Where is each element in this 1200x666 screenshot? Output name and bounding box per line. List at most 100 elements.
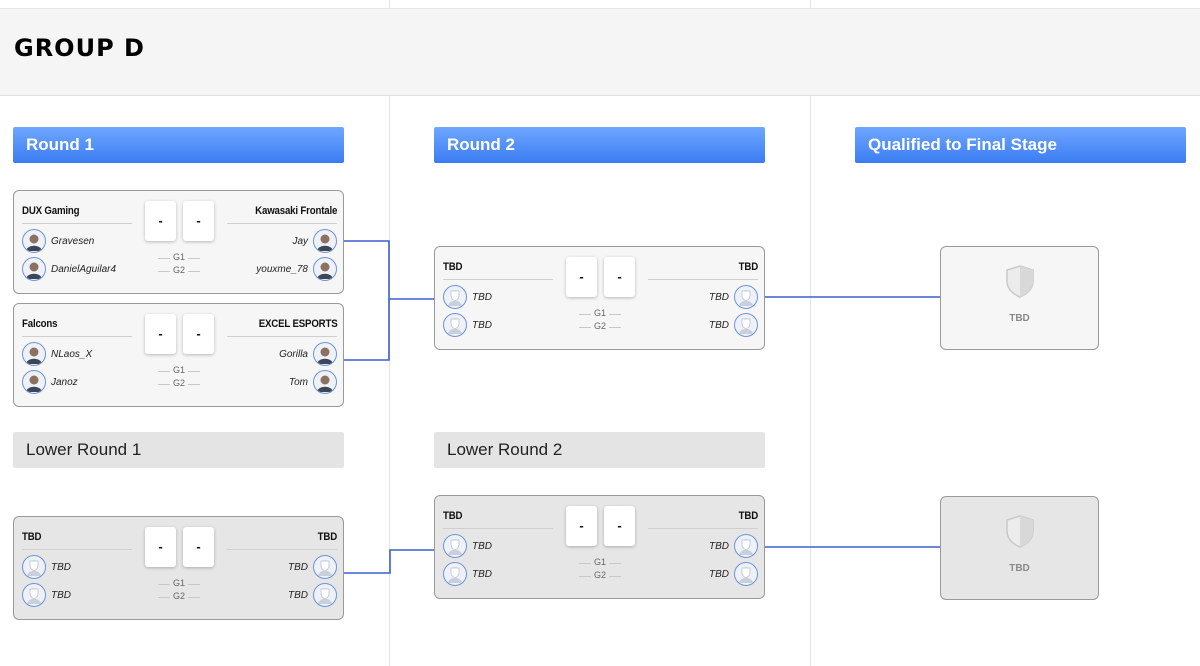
round1-header: Round 1	[13, 127, 344, 163]
game-label: G1	[154, 365, 204, 375]
right-team-name: Kawasaki Frontale	[254, 205, 337, 217]
game-label: G1	[575, 557, 625, 567]
player-slot[interactable]: Gorilla	[274, 342, 337, 366]
player-avatar-icon	[443, 285, 467, 309]
qualified-slot-label: TBD	[1009, 563, 1030, 574]
game-label: G1	[575, 308, 625, 318]
player-avatar-icon	[443, 313, 467, 337]
team-divider	[227, 549, 337, 550]
team-divider	[227, 336, 337, 337]
player-name: TBD	[472, 540, 492, 552]
player-slot[interactable]: DanielAguilar4	[22, 257, 121, 281]
group-header	[0, 8, 1200, 96]
team-divider	[443, 528, 553, 529]
game-label: G2	[154, 265, 204, 275]
shield-icon	[1006, 515, 1034, 548]
player-avatar-icon	[313, 257, 337, 281]
left-team-name: DUX Gaming	[22, 205, 80, 217]
game-label: G1	[154, 578, 204, 588]
game-label: G2	[154, 378, 204, 388]
player-avatar-icon	[734, 285, 758, 309]
player-name: Gravesen	[51, 235, 95, 247]
player-avatar-icon	[22, 257, 46, 281]
score-right: -	[604, 257, 635, 297]
player-name: TBD	[51, 561, 71, 573]
player-slot[interactable]: TBD	[22, 555, 76, 579]
player-name: TBD	[51, 589, 71, 601]
player-slot[interactable]: TBD	[443, 534, 497, 558]
player-slot[interactable]: TBD	[22, 583, 76, 607]
team-divider	[22, 549, 132, 550]
player-name: TBD	[709, 319, 729, 331]
right-team-name: TBD	[738, 261, 759, 273]
player-avatar-icon	[22, 583, 46, 607]
player-slot[interactable]: TBD	[443, 313, 497, 337]
game-label: G2	[154, 591, 204, 601]
player-name: TBD	[288, 589, 308, 601]
lower-round1-header: Lower Round 1	[13, 432, 344, 468]
team-divider	[443, 279, 553, 280]
player-slot[interactable]: Jay	[287, 229, 337, 253]
team-divider	[22, 223, 132, 224]
score-left: -	[145, 527, 176, 567]
left-team-name: Falcons	[22, 318, 58, 330]
score-right: -	[183, 314, 214, 354]
right-team-name: TBD	[738, 510, 759, 522]
right-team-name: EXCEL ESPORTS	[258, 318, 337, 330]
player-avatar-icon	[313, 229, 337, 253]
player-avatar-icon	[313, 342, 337, 366]
player-slot[interactable]: TBD	[704, 562, 758, 586]
score-right: -	[183, 527, 214, 567]
player-slot[interactable]: TBD	[704, 313, 758, 337]
score-left: -	[566, 506, 597, 546]
player-name: Jay	[292, 235, 308, 247]
group-title: GROUP D	[14, 34, 145, 62]
player-avatar-icon	[22, 555, 46, 579]
left-team-name: TBD	[443, 261, 463, 273]
player-avatar-icon	[22, 229, 46, 253]
player-name: TBD	[288, 561, 308, 573]
score-right: -	[183, 201, 214, 241]
player-name: youxme_78	[256, 263, 308, 275]
round2-header: Round 2	[434, 127, 765, 163]
player-slot[interactable]: TBD	[283, 555, 337, 579]
player-avatar-icon	[22, 370, 46, 394]
player-name: Janoz	[51, 376, 78, 388]
player-slot[interactable]: Tom	[284, 370, 337, 394]
column-divider	[810, 0, 811, 666]
player-avatar-icon	[313, 555, 337, 579]
player-name: TBD	[472, 319, 492, 331]
score-left: -	[145, 201, 176, 241]
player-avatar-icon	[443, 562, 467, 586]
player-avatar-icon	[734, 313, 758, 337]
player-slot[interactable]: Janoz	[22, 370, 83, 394]
player-name: NLaos_X	[51, 348, 93, 360]
player-slot[interactable]: TBD	[443, 562, 497, 586]
player-slot[interactable]: TBD	[283, 583, 337, 607]
left-team-name: TBD	[443, 510, 463, 522]
player-slot[interactable]: TBD	[704, 534, 758, 558]
player-slot[interactable]: youxme_78	[251, 257, 337, 281]
qualified-header: Qualified to Final Stage	[855, 127, 1186, 163]
player-avatar-icon	[443, 534, 467, 558]
player-slot[interactable]: TBD	[704, 285, 758, 309]
player-name: Gorilla	[279, 348, 308, 360]
player-slot[interactable]: Gravesen	[22, 229, 99, 253]
score-right: -	[604, 506, 635, 546]
player-name: TBD	[472, 568, 492, 580]
player-avatar-icon	[313, 370, 337, 394]
player-slot[interactable]: NLaos_X	[22, 342, 97, 366]
player-name: TBD	[709, 540, 729, 552]
shield-icon	[1006, 265, 1034, 298]
player-name: TBD	[709, 568, 729, 580]
team-divider	[648, 279, 758, 280]
player-name: TBD	[709, 291, 729, 303]
player-slot[interactable]: TBD	[443, 285, 497, 309]
player-name: TBD	[472, 291, 492, 303]
